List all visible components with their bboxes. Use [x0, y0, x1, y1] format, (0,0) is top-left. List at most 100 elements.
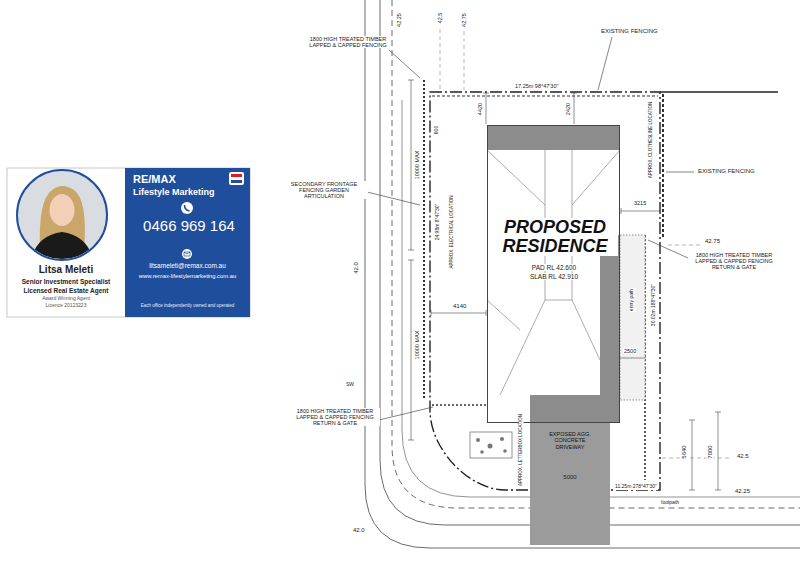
node-text: 0466 969 164 — [131, 217, 247, 234]
email-glyph — [184, 252, 190, 256]
house-shading — [487, 125, 620, 423]
plan-label: 42.75 — [704, 238, 721, 245]
node-text: Each office independently owned and oper… — [127, 303, 248, 308]
existing-fence — [432, 95, 658, 96]
leader-line — [666, 172, 694, 173]
plan-label: 10000 MAX — [414, 150, 420, 181]
plan-label: 42.25 — [396, 12, 402, 28]
node-text: EXPOSED AGG. CONCRETE DRIVEWAY — [540, 431, 600, 450]
plan-label: 11.25m 278°47'30" — [614, 484, 658, 490]
existing-fence — [662, 94, 664, 238]
plan-label: EXISTING FENCING — [600, 28, 659, 35]
plan-label: 7000 — [707, 444, 714, 459]
dimension-line — [689, 420, 695, 490]
dimension-line — [620, 358, 645, 359]
contour-line — [668, 245, 700, 246]
leader-line — [367, 192, 420, 205]
dimension-line — [483, 93, 489, 124]
leader-lines — [367, 37, 694, 420]
house-wing — [600, 235, 620, 395]
node-text: PAD RL 42.600 — [531, 264, 577, 271]
node-text: RE/MAX — [133, 173, 176, 186]
card-ground — [7, 168, 250, 317]
dimension-line — [621, 208, 660, 214]
phone-glyph — [185, 205, 190, 211]
logo-ground — [229, 172, 244, 185]
dimension-line — [431, 310, 486, 316]
shrub — [488, 444, 493, 449]
email-icon — [182, 249, 192, 259]
plan-label: 42.75 — [461, 12, 467, 28]
business-card: Litsa MeletiSenior Investment Specialist… — [7, 168, 250, 317]
plan-label: 2500 — [623, 348, 637, 354]
plan-label: APPROX. LETTERBOX LOCATION — [519, 413, 524, 487]
node-text: SLAB RL 42.910 — [529, 273, 579, 280]
road-lines — [365, 0, 800, 548]
plan-label: 42.0 — [352, 527, 366, 534]
timber-fence — [423, 80, 425, 400]
plan-label: SECONDARY FRONTAGE FENCING GARDEN ARTICU… — [280, 181, 368, 199]
plan-label: 4420 — [477, 102, 483, 116]
plan-label: APPROX. CLOTHESLINE LOCATION — [649, 101, 654, 179]
node-text: www.remax-lifestylemarketing.com.au — [127, 273, 248, 280]
contour-line — [662, 458, 732, 459]
plan-label: 42.0 — [353, 261, 360, 275]
plan-label: 42.5 — [437, 12, 443, 25]
plan-label: 17.25m 98°47'30" — [514, 83, 559, 89]
photo-face — [50, 194, 75, 226]
photo-ring — [17, 170, 107, 260]
driveway: EXPOSED AGG. CONCRETE DRIVEWAY — [530, 423, 610, 545]
plan-label: 5640 — [681, 444, 688, 459]
node-text: PROPOSED RESIDENCE — [492, 218, 618, 256]
plan-label: SW — [345, 382, 355, 388]
dimension-line — [571, 93, 577, 124]
plan-label: APPROX. ELECTRICAL LOCATION — [450, 195, 455, 270]
plan-label: EXISTING FENCING — [697, 168, 756, 175]
card-panel-ground — [125, 168, 250, 317]
plan-label: 1800 HIGH TREATED TIMBER LAPPED & CAPPED… — [290, 408, 380, 426]
garden-outline — [470, 432, 512, 458]
roof-lines — [487, 150, 620, 395]
node-text: Lifestyle Marketing — [133, 187, 225, 197]
shrub — [503, 449, 507, 453]
logo-stripe — [231, 174, 242, 177]
node-text: Litsa Meleti — [7, 264, 125, 276]
contour-line — [440, 29, 441, 90]
remax-balloon-logo — [229, 172, 244, 185]
agent-photo — [15, 168, 110, 265]
shrub — [476, 438, 480, 442]
plan-label: 600 — [434, 125, 440, 135]
node-text: litsameleti@remax.com.au — [127, 262, 248, 269]
leader-line — [598, 37, 612, 90]
plan-label: 1800 HIGH TREATED TIMBER LAPPED & CAPPED… — [690, 252, 778, 270]
garden-bed — [470, 432, 512, 458]
dimension-line — [715, 412, 721, 490]
phone-icon — [181, 202, 193, 214]
shrub — [480, 450, 484, 454]
business-card — [7, 168, 250, 317]
plan-label: 3215 — [633, 200, 647, 206]
plan-label: 24.98m 8°47'30" — [435, 203, 441, 242]
plan-label: 42.25 — [734, 488, 751, 495]
leader-line — [379, 407, 433, 420]
logo-stripe — [231, 180, 242, 183]
node-text: Senior Investment Specialist — [7, 278, 125, 285]
fence-lines — [424, 80, 663, 480]
contour-line — [464, 31, 465, 90]
plan-label: 30.02m 188°47'30" — [651, 283, 657, 327]
plan-label: 42.5 — [736, 453, 750, 460]
agency-panel: RE/MAXLifestyle Marketing 0466 969 164 lit… — [125, 168, 250, 317]
plan-label: 2420 — [565, 102, 571, 116]
fence-return — [432, 404, 487, 406]
plan-label: 5000 — [562, 474, 577, 481]
house-outline: PROPOSED RESIDENCE PAD RL 42.600SLAB RL 4… — [487, 125, 620, 423]
node-text: Licence 20123223 — [7, 303, 125, 309]
neighbour-boundary — [660, 91, 778, 92]
leader-line — [648, 240, 688, 258]
dimension-line — [408, 80, 414, 440]
leader-line — [389, 50, 420, 78]
contour-lines — [440, 29, 732, 458]
house-wing — [487, 125, 620, 150]
